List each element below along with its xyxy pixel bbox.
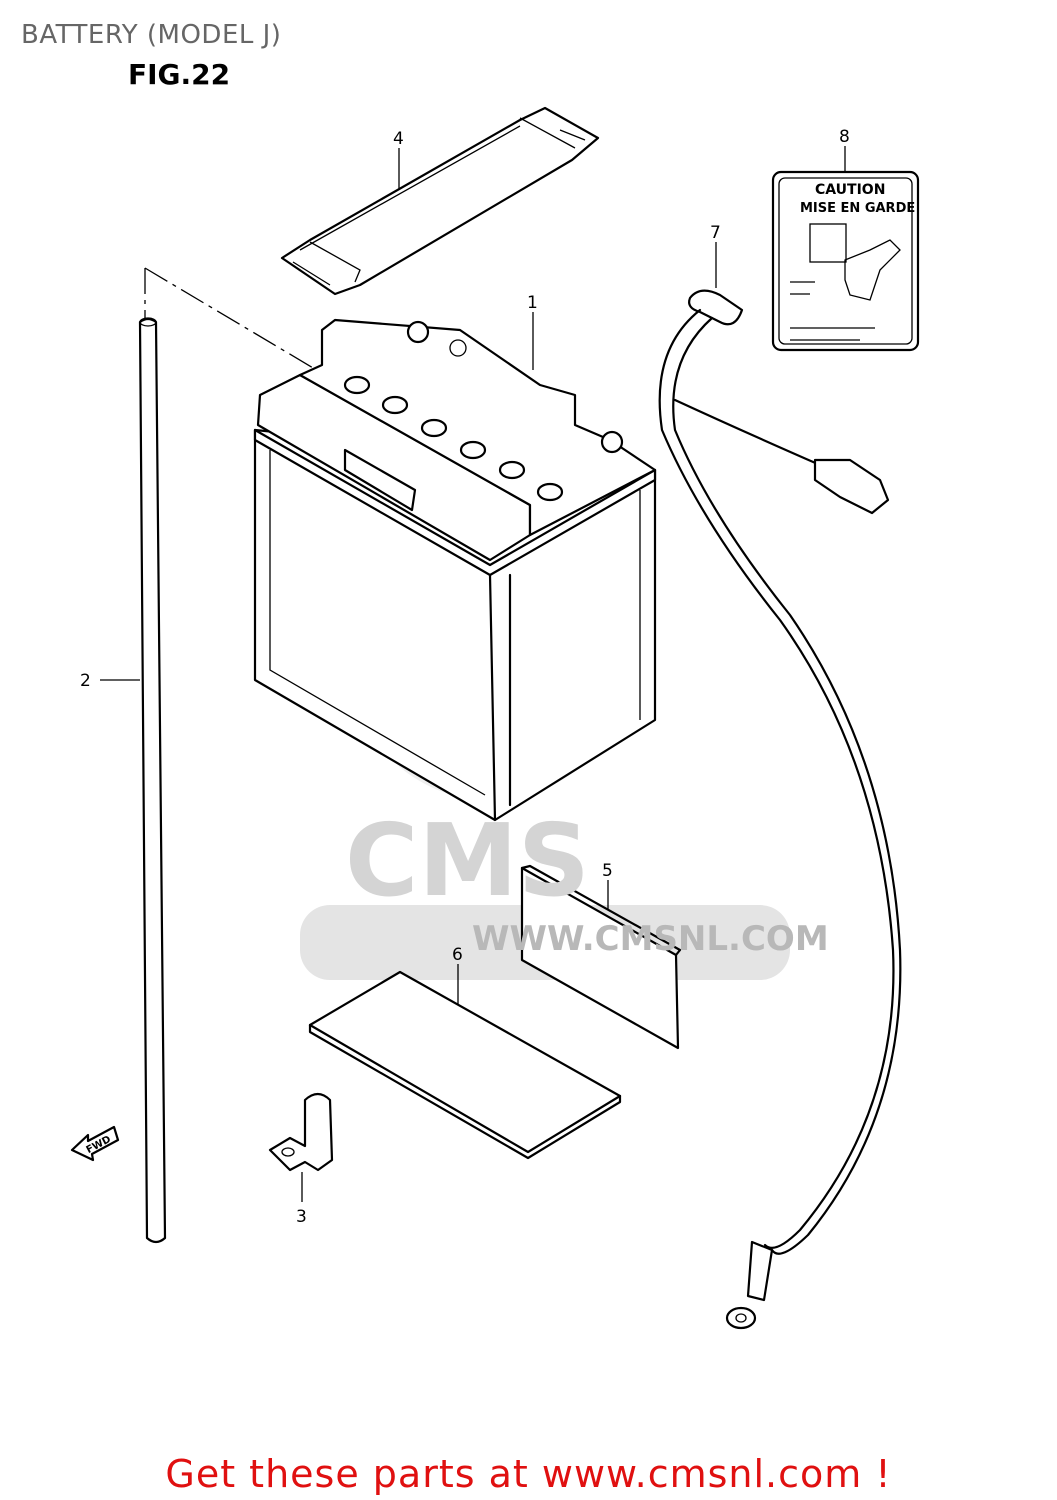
caution-label-part[interactable]: CAUTION MISE EN GARDE	[771, 170, 920, 352]
bracket-part[interactable]	[268, 1092, 334, 1172]
terminal-positive	[600, 430, 624, 454]
figure-number: FIG.22	[128, 58, 231, 91]
lead-wire-part[interactable]	[658, 289, 902, 1330]
callout-5: 5	[602, 861, 613, 881]
sheet-part[interactable]	[308, 970, 622, 1160]
watermark-text: CMS WWW.CMSNL.COM	[345, 802, 829, 959]
diagram-title: BATTERY (MODEL J)	[21, 20, 282, 50]
battery-strap-part[interactable]	[280, 106, 600, 296]
callout-3: 3	[296, 1207, 307, 1227]
watermark-cms-text: CMS	[345, 802, 590, 919]
terminal-negative	[406, 320, 430, 344]
watermark-url-text: WWW.CMSNL.COM	[472, 919, 829, 959]
callout-8: 8	[839, 127, 850, 147]
breather-tube-part[interactable]	[138, 317, 167, 1244]
caution-title: CAUTION	[815, 182, 885, 198]
pad-part[interactable]	[520, 864, 682, 1050]
callout-1: 1	[527, 293, 538, 313]
callout-7: 7	[710, 223, 721, 243]
callout-6: 6	[452, 945, 463, 965]
caution-subtitle: MISE EN GARDE	[800, 201, 915, 216]
battery-part[interactable]	[253, 318, 657, 822]
forward-arrow-icon: FWD	[70, 1125, 120, 1162]
callout-2: 2	[80, 671, 91, 691]
cell-caps	[343, 375, 564, 502]
callout-4: 4	[393, 129, 404, 149]
footer-link[interactable]: Get these parts at www.cmsnl.com !	[165, 1452, 892, 1496]
